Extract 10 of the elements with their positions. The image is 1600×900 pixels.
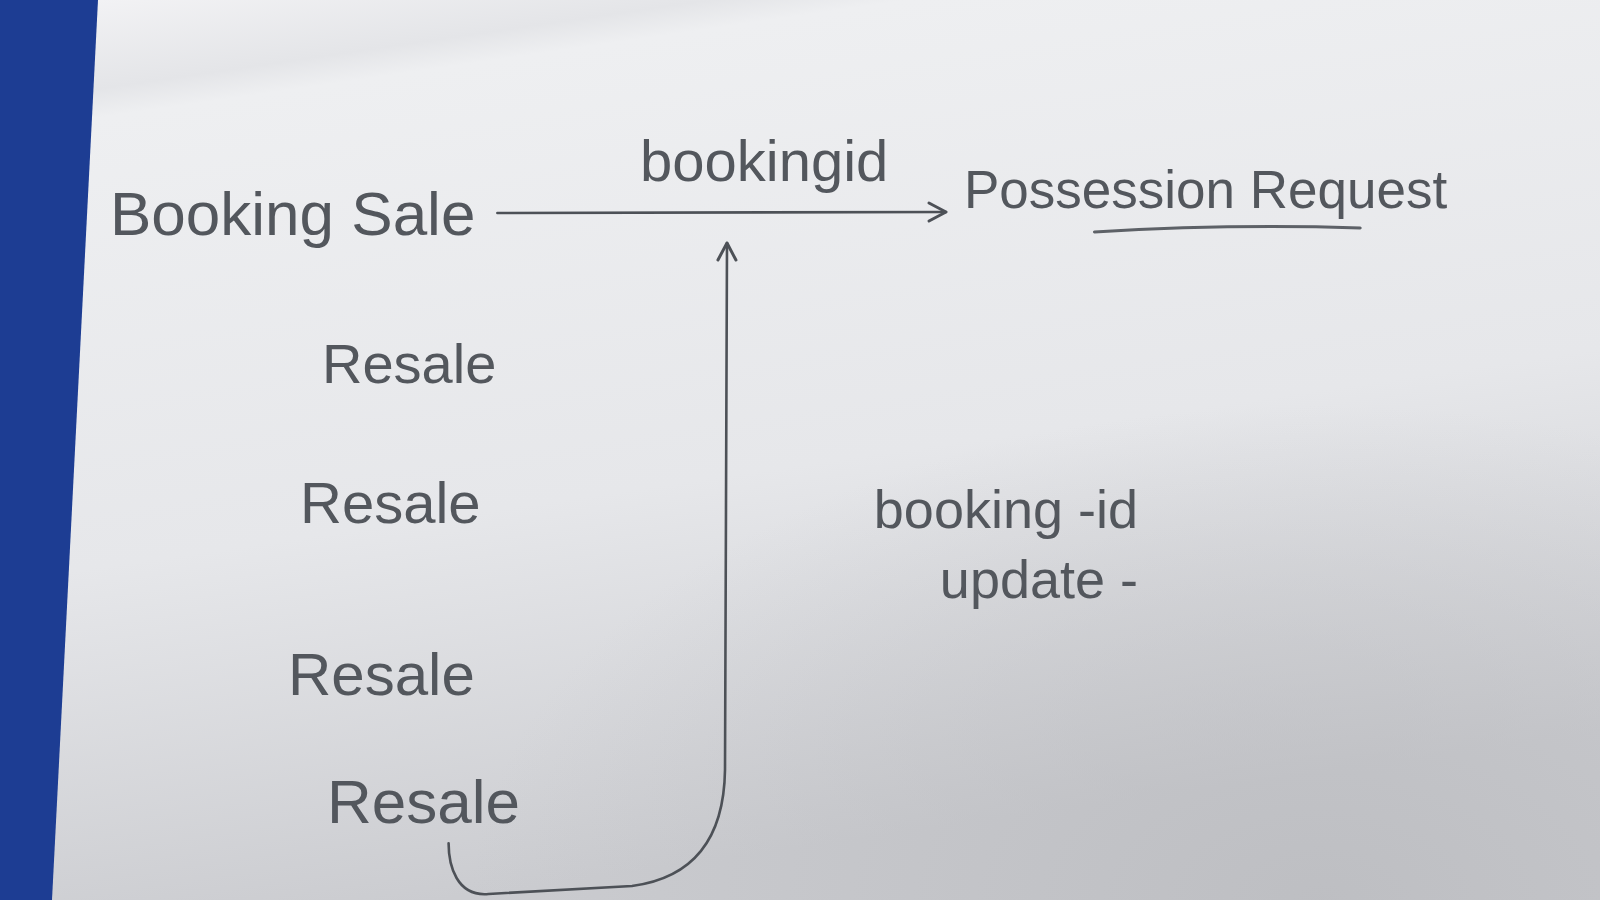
note-text: Resale (288, 640, 475, 709)
node-label: Possession Request (964, 160, 1448, 221)
arrow (496, 201, 948, 223)
note-text: booking -id update - (872, 478, 1138, 612)
note-text: Resale (300, 470, 481, 537)
node-label: Resale (327, 766, 520, 838)
node-label: Booking Sale (110, 178, 476, 250)
edge-label: bookingid (640, 128, 889, 195)
arrow (447, 241, 738, 896)
note-text: Resale (322, 332, 497, 397)
